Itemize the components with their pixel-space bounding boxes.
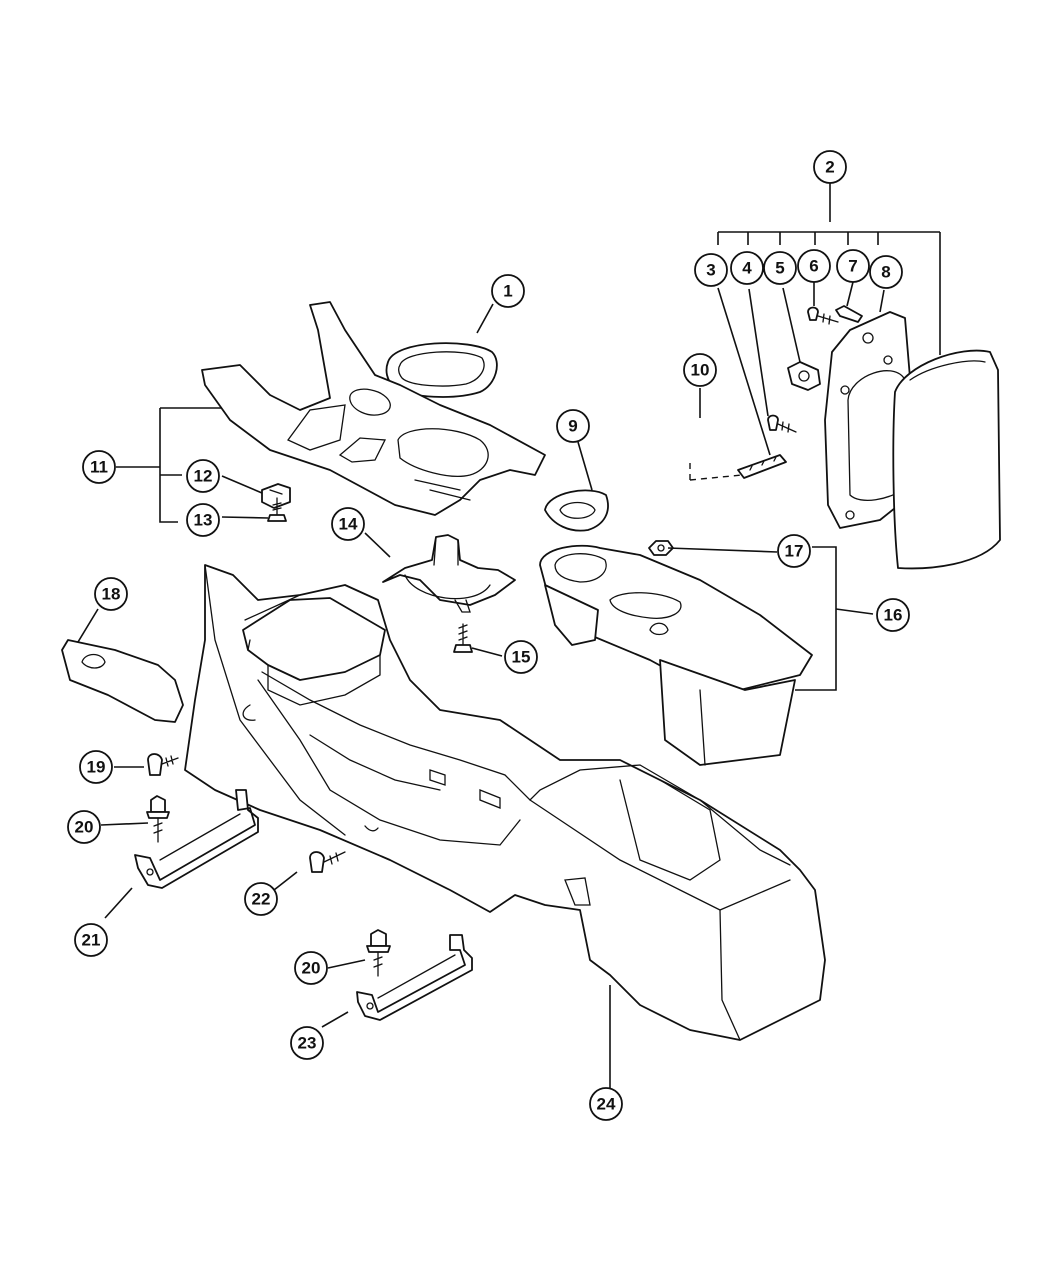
side-panel [61, 639, 184, 723]
callout-11: 11 [82, 450, 116, 484]
svg-text:23: 23 [298, 1034, 317, 1053]
svg-text:8: 8 [881, 263, 890, 282]
console-body [184, 564, 826, 1041]
shift-boot [382, 534, 516, 613]
svg-text:12: 12 [194, 467, 213, 486]
latch [787, 361, 821, 391]
callout-3: 3 [694, 253, 728, 287]
callout-14: 14 [331, 507, 365, 541]
callout-24: 24 [589, 1087, 623, 1121]
callout-19: 19 [79, 750, 113, 784]
callout-21: 21 [74, 923, 108, 957]
bracket-21 [134, 789, 259, 889]
svg-text:7: 7 [848, 257, 857, 276]
svg-text:19: 19 [87, 758, 106, 777]
callout-12: 12 [186, 459, 220, 493]
pin-7 [835, 305, 863, 323]
hinge [737, 454, 787, 479]
svg-text:20: 20 [75, 818, 94, 837]
svg-text:18: 18 [102, 585, 121, 604]
cupholder-tray [539, 544, 813, 766]
screw-15 [453, 623, 473, 653]
svg-text:9: 9 [568, 417, 577, 436]
callout-16: 16 [876, 598, 910, 632]
svg-text:22: 22 [252, 890, 271, 909]
callout-23: 23 [290, 1026, 324, 1060]
cupholder-insert [544, 489, 609, 532]
callout-5: 5 [763, 251, 797, 285]
svg-text:4: 4 [742, 259, 752, 278]
svg-text:10: 10 [691, 361, 710, 380]
screw-22 [309, 851, 346, 873]
bracket-23 [356, 934, 473, 1021]
svg-text:11: 11 [90, 458, 108, 477]
callout-20a: 20 [67, 810, 101, 844]
svg-text:14: 14 [339, 515, 358, 534]
svg-text:17: 17 [785, 542, 804, 561]
svg-text:21: 21 [82, 931, 101, 950]
leader-lines [77, 182, 941, 1088]
screw-4 [767, 414, 797, 433]
svg-text:24: 24 [597, 1095, 616, 1114]
screw-13 [267, 497, 287, 522]
callout-18: 18 [94, 577, 128, 611]
callout-9: 9 [556, 409, 590, 443]
callout-6: 6 [797, 249, 831, 283]
upper-console-bezel [201, 301, 546, 516]
shift-trim-ring [385, 342, 498, 398]
svg-text:16: 16 [884, 606, 903, 625]
armrest-cushion [892, 349, 1001, 570]
callout-15: 15 [504, 640, 538, 674]
screw-6 [807, 306, 839, 325]
svg-text:6: 6 [809, 257, 818, 276]
svg-text:5: 5 [775, 259, 784, 278]
bolt-20b [366, 929, 391, 977]
callout-20b: 20 [294, 951, 328, 985]
push-pin [147, 753, 179, 776]
svg-text:1: 1 [503, 282, 512, 301]
callout-22: 22 [244, 882, 278, 916]
svg-text:2: 2 [825, 158, 834, 177]
svg-text:15: 15 [512, 648, 531, 667]
svg-text:3: 3 [706, 261, 715, 280]
armrest-lid [242, 597, 386, 706]
svg-text:13: 13 [194, 511, 213, 530]
clip [261, 483, 291, 509]
callout-2: 2 [813, 150, 847, 184]
callout-10: 10 [683, 353, 717, 387]
callout-1: 1 [491, 274, 525, 308]
svg-text:20: 20 [302, 959, 321, 978]
armrest-panel [824, 311, 911, 529]
callout-13: 13 [186, 503, 220, 537]
bolt-20a [146, 795, 170, 843]
callout-4: 4 [730, 251, 764, 285]
callout-17: 17 [777, 534, 811, 568]
callout-8: 8 [869, 255, 903, 289]
callout-7: 7 [836, 249, 870, 283]
